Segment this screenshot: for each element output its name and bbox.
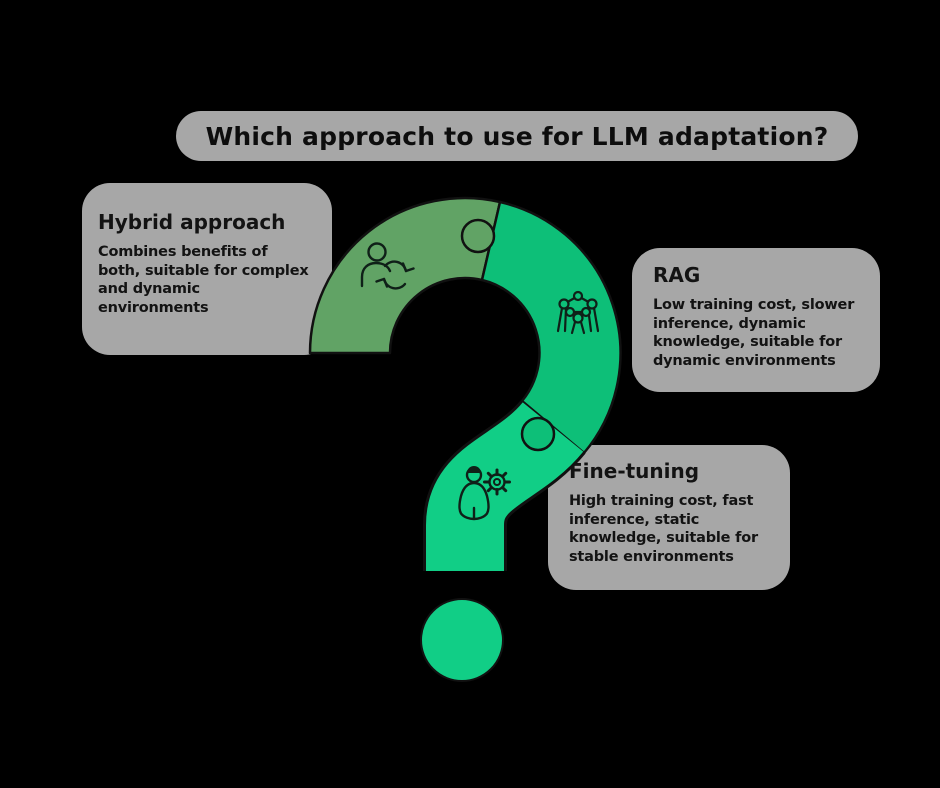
card-rag-body-line: Low training cost, slower xyxy=(653,297,855,313)
card-fine-tuning-title: Fine-tuning xyxy=(569,459,700,483)
team-network-icon xyxy=(556,290,600,335)
puzzle-piece-hybrid xyxy=(308,196,502,355)
card-fine-tuning-body-line: inference, static xyxy=(569,511,700,528)
puzzle-piece-rag xyxy=(480,200,622,455)
card-hybrid-title: Hybrid approach xyxy=(98,210,286,234)
card-fine-tuning-body-line: knowledge, suitable for xyxy=(569,530,758,546)
card-rag-body: Low training cost, slower inference, dyn… xyxy=(653,296,872,370)
card-hybrid-approach: Hybrid approach Combines benefits of bot… xyxy=(82,183,332,355)
card-fine-tuning-body-line: High training cost, fast xyxy=(569,493,754,509)
person-sync-icon xyxy=(360,242,415,290)
card-rag-body-line: inference, dynamic xyxy=(653,315,806,332)
card-hybrid-body: Combines benefits of both, suitable for … xyxy=(98,243,322,317)
person-gear-icon xyxy=(458,466,511,521)
card-rag-body-line: dynamic environments xyxy=(653,352,836,369)
card-hybrid-body-line: environments xyxy=(98,299,209,316)
card-rag-body-line: knowledge, suitable for xyxy=(653,334,842,350)
title-banner: Which approach to use for LLM adaptation… xyxy=(176,111,858,161)
card-hybrid-body-line: Combines benefits of xyxy=(98,244,268,260)
question-mark-dot xyxy=(420,598,504,682)
card-rag: RAG Low training cost, slower inference,… xyxy=(632,248,880,392)
card-fine-tuning-body-line: stable environments xyxy=(569,548,734,565)
card-fine-tuning-body: High training cost, fast inference, stat… xyxy=(569,492,782,566)
title-banner-text: Which approach to use for LLM adaptation… xyxy=(205,121,829,151)
card-rag-title: RAG xyxy=(653,263,701,287)
card-hybrid-body-line: and dynamic xyxy=(98,281,200,297)
puzzle-knob-top xyxy=(460,218,496,254)
puzzle-knob-bottom xyxy=(520,416,556,452)
card-fine-tuning: Fine-tuning High training cost, fast inf… xyxy=(548,445,790,590)
card-hybrid-body-line: both, suitable for complex xyxy=(98,262,309,279)
